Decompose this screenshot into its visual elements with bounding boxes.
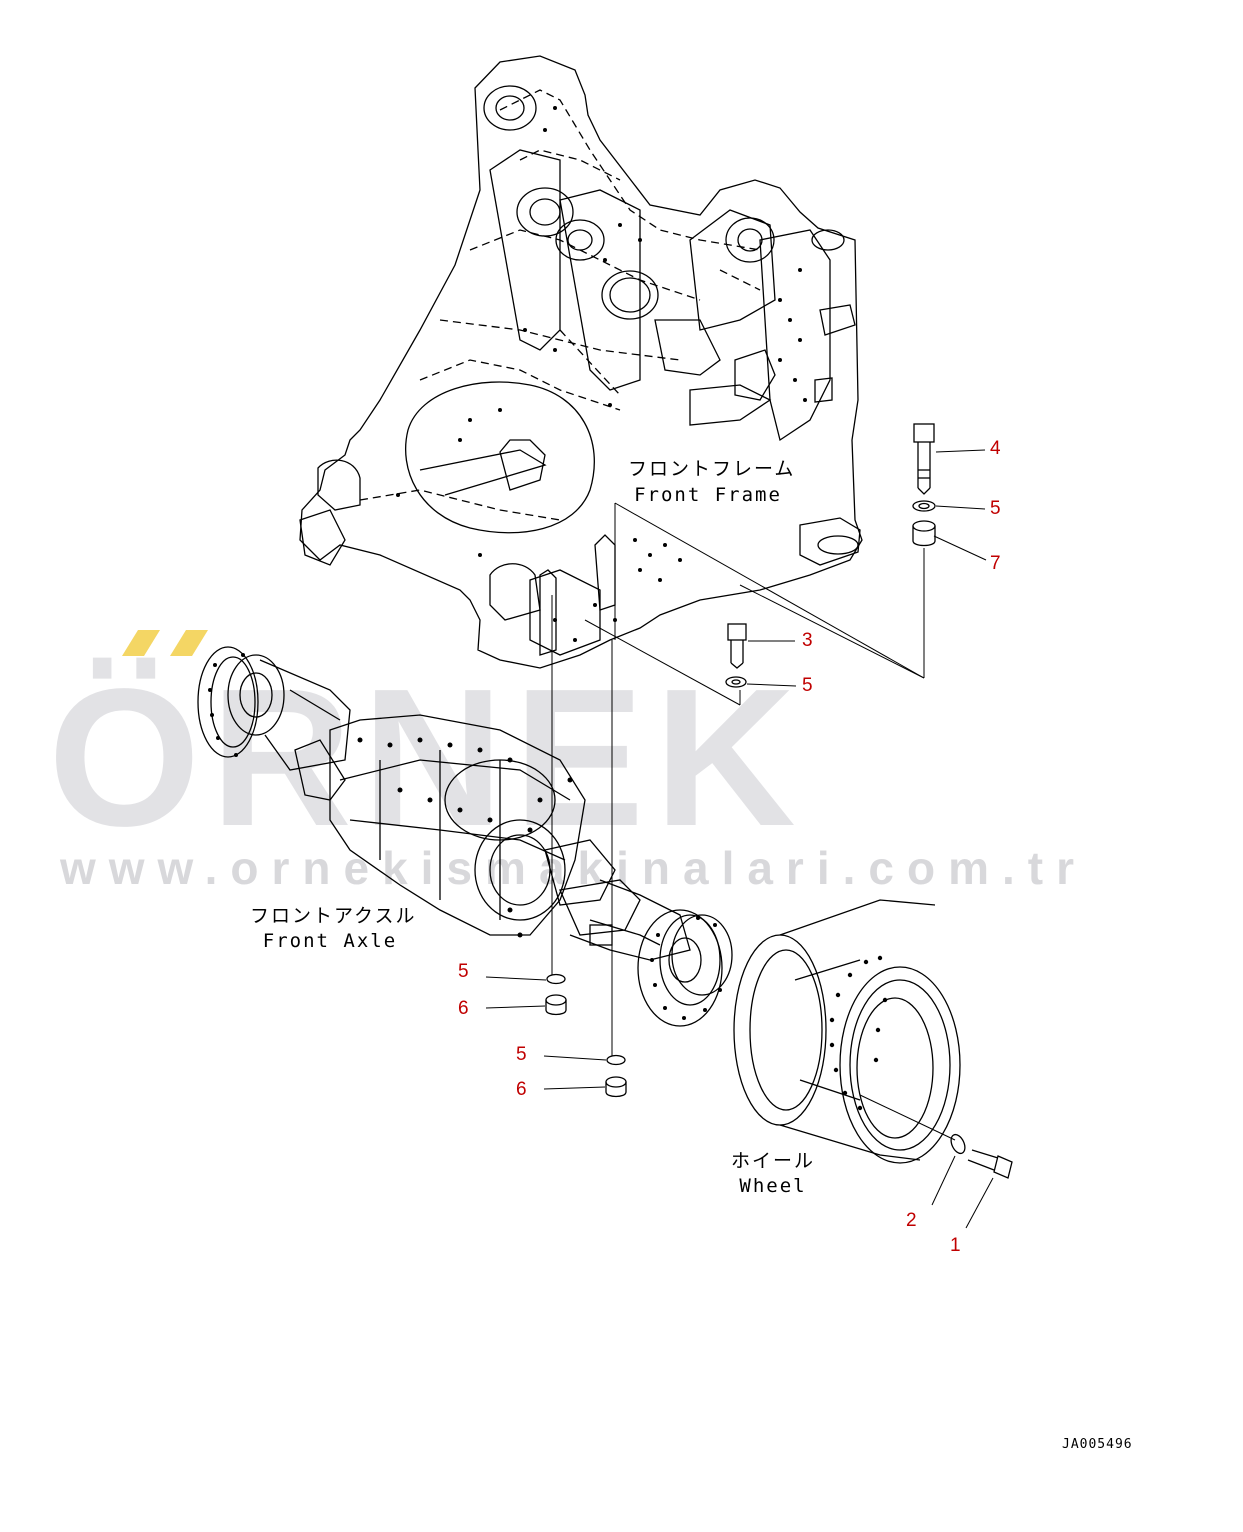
callout-5-lower-a: 5 <box>458 961 469 982</box>
callout-6-a: 6 <box>458 998 469 1019</box>
spacer-part-7 <box>912 520 936 547</box>
watermark-logo: ÖRNEK <box>48 648 806 867</box>
front-frame-label-en: Front Frame <box>634 484 782 506</box>
front-frame-label-jp: フロントフレーム <box>628 458 796 480</box>
front-axle-label-en: Front Axle <box>262 930 398 952</box>
nut-part-6-a <box>545 994 567 1016</box>
washer-part-5-lower-b <box>606 1054 626 1066</box>
washer-part-5-upper <box>912 500 936 512</box>
callout-1: 1 <box>950 1235 961 1256</box>
callout-5-lower-b: 5 <box>516 1044 527 1065</box>
callout-2: 2 <box>906 1210 917 1231</box>
wheel-label-jp: ホイール <box>730 1150 815 1172</box>
washer-part-5-middle <box>725 676 747 688</box>
bolt-part-4 <box>913 423 935 495</box>
watermark-url: www.ornekismakinalari.com.tr <box>60 842 1087 894</box>
drawing-code: JA005496 <box>1062 1437 1133 1452</box>
washer-part-5-lower-a <box>546 973 566 985</box>
callout-5-middle: 5 <box>802 675 813 696</box>
washer-part-2 <box>950 1133 966 1155</box>
bolt-part-3 <box>727 623 747 669</box>
callout-7: 7 <box>990 553 1001 574</box>
callout-5-upper: 5 <box>990 498 1001 519</box>
front-axle-label-jp: フロントアクスル <box>250 905 417 927</box>
wheel-label-en: Wheel <box>739 1175 807 1197</box>
assembly-lines <box>485 449 994 1229</box>
bolt-part-1 <box>967 1149 1013 1179</box>
callout-4: 4 <box>990 438 1001 459</box>
nut-part-6-b <box>605 1076 627 1098</box>
callout-3: 3 <box>802 630 813 651</box>
callout-6-b: 6 <box>516 1079 527 1100</box>
wheel-drawing <box>733 899 961 1164</box>
front-frame-drawing <box>299 55 863 669</box>
